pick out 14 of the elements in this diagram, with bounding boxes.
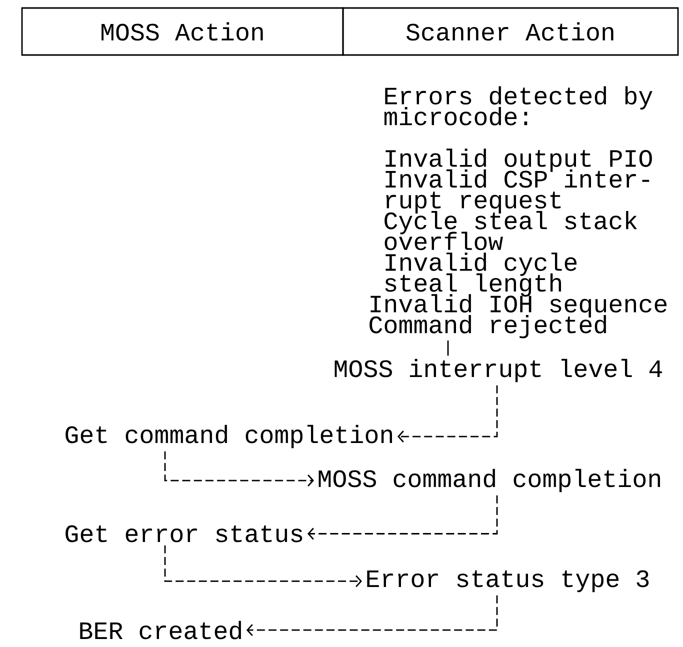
step-text: BER created bbox=[80, 620, 241, 640]
step-text: Get error status bbox=[66, 525, 302, 542]
header-cell: MOSS Action bbox=[21, 7, 344, 56]
arrow bbox=[164, 451, 314, 486]
error-list: Errors detected by microcode: Invalid output PIO Invalid CSP inter- rupt request Cycle steal stack overflow Invalid cycle steal length Invalid IOH sequence Command rejected bbox=[370, 86, 667, 338]
arrow bbox=[307, 495, 498, 540]
arrow bbox=[164, 545, 362, 588]
arrow bbox=[246, 595, 498, 636]
header-cell: Scanner Action bbox=[342, 7, 679, 56]
step-text: MOSS interrupt level 4 bbox=[334, 358, 662, 382]
step-text: MOSS command completion bbox=[318, 468, 660, 492]
arrow bbox=[397, 385, 498, 442]
step-text: Get command completion bbox=[66, 424, 392, 448]
step-text: Error status type 3 bbox=[367, 570, 649, 592]
